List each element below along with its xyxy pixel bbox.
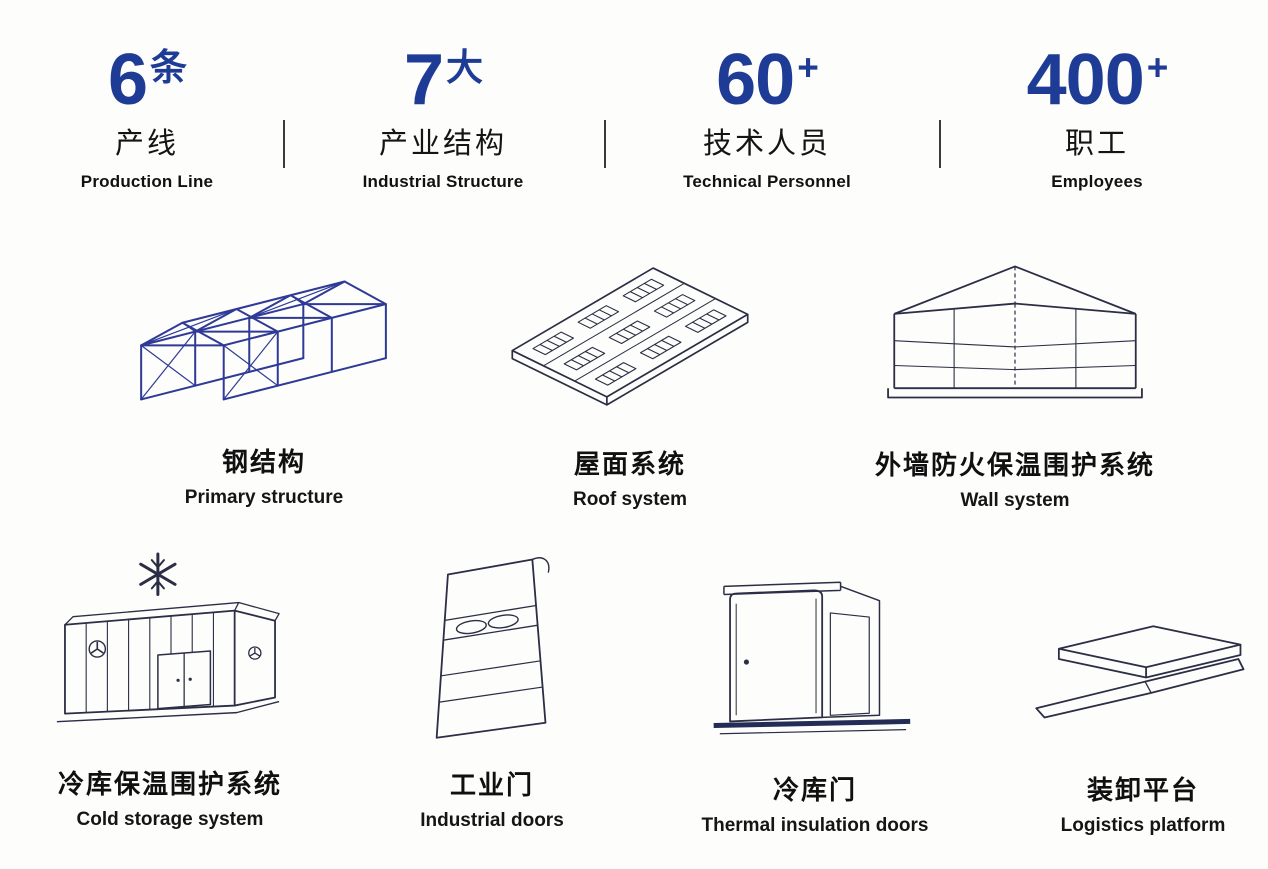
- product-cold-storage: 冷库保温围护系统 Cold storage system: [22, 548, 318, 831]
- product-label-en: Cold storage system: [76, 809, 264, 830]
- stat-label-en: Production Line: [80, 172, 214, 191]
- stat-employees: 400+ 职工 Employees: [992, 44, 1202, 192]
- product-label-zh: 冷库门: [772, 775, 857, 805]
- product-label-zh: 屋面系统: [573, 449, 686, 479]
- stat-label-en: Industrial Structure: [362, 172, 524, 191]
- product-industrial-door: 工业门 Industrial doors: [392, 552, 592, 832]
- stat-divider: [939, 120, 941, 168]
- stat-divider: [283, 120, 285, 168]
- product-label-en: Industrial doors: [420, 810, 564, 831]
- product-label-zh: 工业门: [449, 770, 534, 800]
- cold-storage-icon: [22, 548, 318, 750]
- product-logistics-platform: 装卸平台 Logistics platform: [1016, 552, 1268, 837]
- product-label-zh: 冷库保温围护系统: [57, 769, 282, 799]
- stat-label-en: Technical Personnel: [683, 172, 851, 191]
- roof-system-icon: [492, 258, 768, 424]
- stat-number: 400+: [1026, 40, 1169, 120]
- stat-label-zh: 职工: [1064, 128, 1129, 160]
- stat-label-zh: 产业结构: [378, 128, 507, 160]
- thermal-insulation-door-icon: [688, 572, 942, 746]
- stat-number: 60+: [716, 40, 819, 120]
- product-thermal-insulation-door: 冷库门 Thermal insulation doors: [688, 558, 942, 837]
- stat-divider: [604, 120, 606, 168]
- wall-system-icon: [848, 256, 1182, 411]
- stat-label-zh: 技术人员: [702, 128, 831, 160]
- product-roof-system: 屋面系统 Roof system: [492, 258, 768, 511]
- industrial-door-icon: [392, 552, 592, 749]
- product-wall-system: 外墙防火保温围护系统 Wall system: [848, 256, 1182, 512]
- logistics-platform-icon: [1016, 618, 1268, 736]
- product-label-zh: 外墙防火保温围护系统: [874, 450, 1155, 480]
- stat-label-zh: 产线: [114, 128, 179, 160]
- product-label-en: Wall system: [960, 490, 1070, 511]
- stat-technical-personnel: 60+ 技术人员 Technical Personnel: [662, 44, 872, 192]
- stat-label-en: Employees: [1051, 172, 1143, 191]
- stat-number: 7大: [403, 40, 483, 120]
- product-steel-structure: 钢结构 Primary structure: [118, 252, 410, 509]
- product-label-en: Primary structure: [184, 487, 344, 508]
- product-label-zh: 钢结构: [221, 447, 306, 477]
- stat-industrial-structure: 7大 产业结构 Industrial Structure: [338, 44, 548, 192]
- steel-structure-icon: [118, 252, 410, 424]
- product-label-en: Thermal insulation doors: [701, 815, 929, 836]
- snowflake: [141, 554, 175, 594]
- stat-production-line: 6条 产线 Production Line: [42, 44, 252, 192]
- stat-number: 6条: [107, 40, 187, 120]
- product-label-en: Roof system: [572, 489, 688, 510]
- product-label-zh: 装卸平台: [1086, 775, 1199, 805]
- product-label-en: Logistics platform: [1060, 815, 1226, 836]
